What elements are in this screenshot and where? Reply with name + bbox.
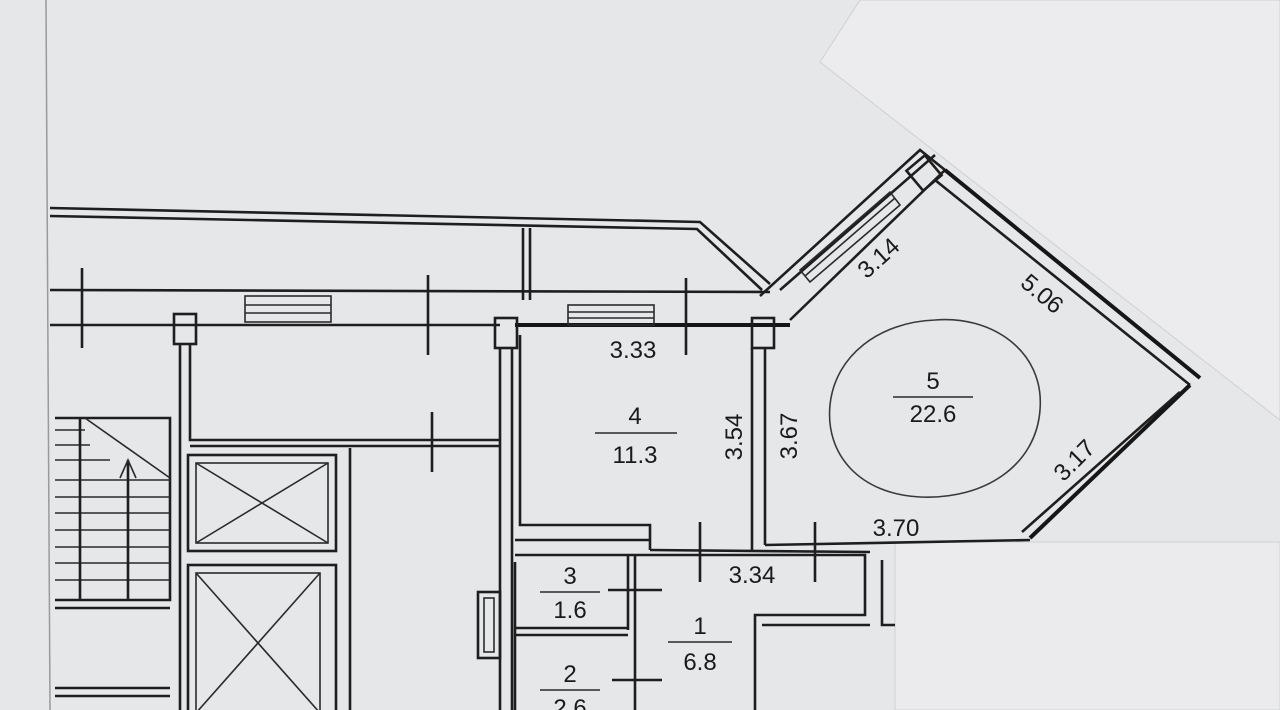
room-area: 2.6 [553,695,586,710]
room-area: 22.6 [910,401,957,428]
columns [172,153,944,350]
room-number: 3 [563,563,576,590]
room-area: 11.3 [613,442,658,469]
room-label-5: 5 22.6 [893,368,973,428]
dim-room5-left: 3.67 [776,413,803,460]
highlight-circle [828,318,1041,498]
dim-room5-bottom: 3.70 [873,515,920,542]
interior-walls [178,335,895,710]
room-labels: 4 11.3 5 22.6 3 1.6 1 6.8 2 2.6 [540,368,973,710]
room-number: 1 [693,613,706,640]
room-number: 2 [563,661,576,688]
room-label-3: 3 1.6 [540,563,600,624]
room-label-2: 2 2.6 [540,661,600,710]
sheet-edge-left [45,0,51,710]
room-area: 6.8 [683,649,716,676]
dim-corridor-width: 3.34 [729,562,776,589]
overlapping-sheet-top [819,0,1280,421]
room-number: 5 [926,368,939,395]
stairs [55,416,172,698]
axis-ticks [80,268,817,682]
dim-room4-depth: 3.54 [721,414,748,461]
overlapping-sheet-bottom [894,541,1280,710]
room-area: 1.6 [553,597,586,624]
room-label-1: 1 6.8 [668,613,732,676]
dim-room4-width: 3.33 [610,337,657,364]
elevator-shafts [186,453,338,710]
windows [244,190,902,326]
room-number: 4 [628,403,641,430]
room-label-4: 4 11.3 [595,403,677,469]
